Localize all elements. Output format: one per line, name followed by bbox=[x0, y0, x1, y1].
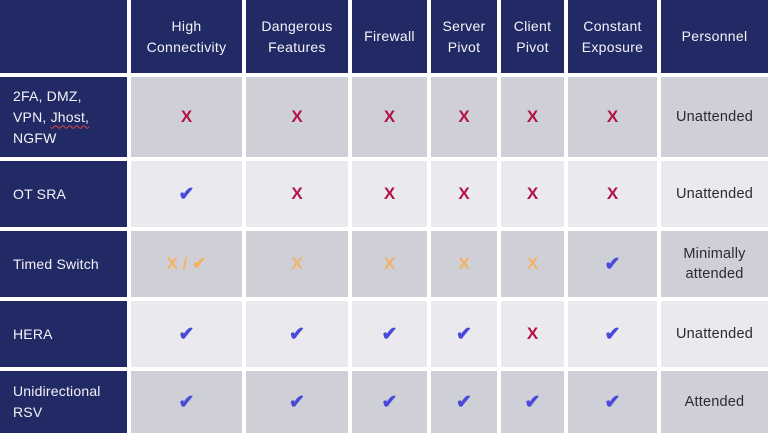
mark-cell: X bbox=[501, 301, 564, 367]
mark-cell: X bbox=[246, 231, 348, 297]
mark-cell: ✔ bbox=[352, 301, 427, 367]
row-label-text: OT SRA bbox=[13, 185, 67, 202]
x-icon: X bbox=[526, 184, 539, 203]
warn-x-icon: X bbox=[383, 254, 396, 273]
personnel-label: Unattended bbox=[676, 108, 753, 125]
personnel-cell: Attended bbox=[661, 371, 768, 433]
mark-cell: X bbox=[352, 231, 427, 297]
x-icon: X bbox=[383, 184, 396, 203]
mark-cell: X bbox=[246, 161, 348, 227]
x-icon: X bbox=[180, 107, 193, 126]
mark-cell: ✔ bbox=[131, 161, 242, 227]
mark-cell: X bbox=[568, 161, 657, 227]
x-icon: X bbox=[606, 107, 619, 126]
x-icon: X bbox=[291, 107, 303, 126]
check-icon: ✔ bbox=[381, 391, 398, 413]
check-icon: ✔ bbox=[456, 391, 472, 413]
mark-cell: X bbox=[352, 77, 427, 157]
x-icon: X bbox=[458, 107, 470, 126]
check-icon: ✔ bbox=[604, 323, 621, 345]
mark-cell: ✔ bbox=[246, 301, 348, 367]
check-icon: ✔ bbox=[289, 391, 305, 413]
mark-cell: X bbox=[431, 77, 497, 157]
check-icon: ✔ bbox=[178, 183, 195, 205]
mark-cell: ✔ bbox=[246, 371, 348, 433]
check-icon: ✔ bbox=[604, 391, 621, 413]
mark-cell: X bbox=[431, 231, 497, 297]
row-label-unidirectional-rsv: Unidirectional RSV bbox=[0, 371, 127, 433]
warn-x-icon: X bbox=[526, 254, 539, 273]
column-header-label: High Connectivity bbox=[146, 18, 227, 55]
row-label-text: NGFW bbox=[13, 129, 57, 146]
personnel-label: Unattended bbox=[676, 185, 753, 202]
x-icon: X bbox=[291, 184, 303, 203]
column-header-label: Constant Exposure bbox=[581, 18, 644, 55]
column-header-dangerous-features: Dangerous Features bbox=[246, 0, 348, 73]
row-label-timed-switch: Timed Switch bbox=[0, 231, 127, 297]
mark-cell: X bbox=[568, 77, 657, 157]
mark-cell: X bbox=[501, 231, 564, 297]
warn-x-icon: X bbox=[458, 254, 470, 273]
mark-cell: X / ✔ bbox=[131, 231, 242, 297]
x-icon: X bbox=[526, 107, 539, 126]
check-icon: ✔ bbox=[524, 391, 541, 413]
personnel-label: Attended bbox=[684, 393, 745, 410]
mark-cell: ✔ bbox=[431, 301, 497, 367]
personnel-cell: Unattended bbox=[661, 161, 768, 227]
mark-cell: ✔ bbox=[568, 371, 657, 433]
mark-cell: ✔ bbox=[431, 371, 497, 433]
personnel-cell: Minimally attended bbox=[661, 231, 768, 297]
check-icon: ✔ bbox=[178, 391, 195, 413]
row-label-2fa-dmz-vpn-jhost-ngfw: 2FA, DMZ, VPN, Jhost, NGFW bbox=[0, 77, 127, 157]
spellcheck-underlined-text: Jhost, bbox=[50, 108, 90, 125]
check-icon: ✔ bbox=[604, 253, 621, 275]
x-icon: X bbox=[606, 184, 619, 203]
mark-cell: ✔ bbox=[568, 301, 657, 367]
mark-cell: ✔ bbox=[501, 371, 564, 433]
x-icon: X bbox=[526, 324, 539, 343]
row-label-text: Unidirectional RSV bbox=[13, 383, 101, 420]
mark-cell: ✔ bbox=[131, 371, 242, 433]
check-icon: ✔ bbox=[289, 323, 305, 345]
mark-cell: X bbox=[246, 77, 348, 157]
mark-cell: X bbox=[501, 77, 564, 157]
personnel-label: Minimally attended bbox=[683, 245, 746, 282]
mark-cell: ✔ bbox=[568, 231, 657, 297]
mark-cell: X bbox=[431, 161, 497, 227]
column-header-client-pivot: Client Pivot bbox=[501, 0, 564, 73]
row-label-text: 2FA, DMZ, VPN, bbox=[13, 87, 82, 125]
mark-cell: X bbox=[352, 161, 427, 227]
row-label-text: HERA bbox=[13, 325, 53, 342]
warn-x-icon: X bbox=[291, 254, 303, 273]
row-label-ot-sra: OT SRA bbox=[0, 161, 127, 227]
column-header-label: Firewall bbox=[364, 28, 415, 45]
column-header-server-pivot: Server Pivot bbox=[431, 0, 497, 73]
column-header-label: Dangerous Features bbox=[261, 18, 333, 55]
x-icon: X bbox=[383, 107, 396, 126]
personnel-cell: Unattended bbox=[661, 301, 768, 367]
mark-cell: ✔ bbox=[352, 371, 427, 433]
x-or-check-icon: X / ✔ bbox=[166, 254, 207, 273]
column-header-personnel: Personnel bbox=[661, 0, 768, 73]
check-icon: ✔ bbox=[178, 323, 195, 345]
check-icon: ✔ bbox=[456, 323, 472, 345]
column-header-label: Personnel bbox=[681, 28, 748, 45]
column-header-label: Server Pivot bbox=[442, 18, 486, 55]
column-header-label: Client Pivot bbox=[513, 18, 552, 55]
x-icon: X bbox=[458, 184, 470, 203]
personnel-cell: Unattended bbox=[661, 77, 768, 157]
column-header-constant-exposure: Constant Exposure bbox=[568, 0, 657, 73]
column-header-firewall: Firewall bbox=[352, 0, 427, 73]
mark-cell: X bbox=[131, 77, 242, 157]
column-header-high-connectivity: High Connectivity bbox=[131, 0, 242, 73]
personnel-label: Unattended bbox=[676, 325, 753, 342]
row-label-text: Timed Switch bbox=[13, 255, 99, 272]
mark-cell: ✔ bbox=[131, 301, 242, 367]
mark-cell: X bbox=[501, 161, 564, 227]
check-icon: ✔ bbox=[381, 323, 398, 345]
row-label-hera: HERA bbox=[0, 301, 127, 367]
header-corner-cell bbox=[0, 0, 127, 73]
